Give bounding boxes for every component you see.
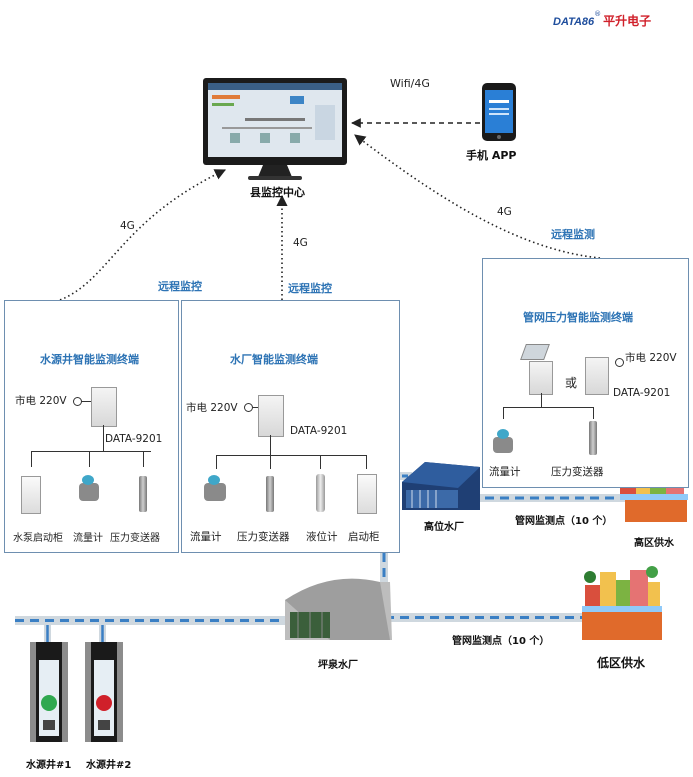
plant-item-pressure: 压力变送器: [237, 531, 290, 543]
mid-4g-label: 4G: [293, 237, 308, 249]
pipe-flowmeter-icon: [493, 429, 513, 453]
plant-terminal-panel: 水厂智能监测终端 市电 220V DATA-9201 流量计 压力变送器 液位计…: [181, 300, 400, 553]
low-supply-label: 低区供水: [597, 656, 646, 670]
pipe-terminal-panel: 管网压力智能监测终端 或 市电 220V DATA-9201 流量计 压力变送器: [482, 258, 689, 488]
plant-bus-drop-3: [320, 455, 321, 469]
pipe-bus-drop-2: [593, 407, 594, 419]
well-1-label: 水源井#1: [26, 760, 72, 771]
well-bus-drop-2: [89, 451, 90, 467]
remote-monitor-right-label: 远程监测: [551, 228, 595, 241]
brand-company-name: 平升电子: [603, 14, 652, 28]
plant-bus-drop-1: [216, 455, 217, 469]
brand-logo: DATA86®平升电子: [553, 10, 651, 29]
county-center-label: 县监控中心: [250, 186, 305, 199]
plant-device-label: DATA-9201: [290, 425, 348, 437]
plant-bus-drop-4: [366, 455, 367, 469]
pipe-device-label: DATA-9201: [613, 387, 671, 399]
plant-power-wire: [252, 407, 262, 408]
brand-logo-text: DATA86: [553, 16, 595, 28]
pipe-points-bottom-label: 管网监测点（10 个）: [452, 636, 550, 647]
plant-item-starter: 启动柜: [348, 531, 380, 543]
well-power-wire: [81, 401, 93, 402]
pipe-feed-line: [541, 393, 542, 407]
plant-starter-cabinet-icon: [357, 474, 377, 514]
well-bus-drop-1: [31, 451, 32, 467]
well-item-pressure: 压力变送器: [110, 533, 160, 544]
pipe-pressure-sensor-icon: [589, 421, 597, 455]
plant-data-terminal-icon: [258, 395, 284, 437]
pipe-power-socket-icon: [615, 358, 624, 367]
pipe-bus-drop-1: [503, 407, 504, 419]
pipe-or-label: 或: [565, 376, 578, 390]
plant-panel-title: 水厂智能监测终端: [230, 353, 318, 366]
plant-item-flowmeter: 流量计: [190, 531, 222, 543]
plant-item-level: 液位计: [306, 531, 338, 543]
phone-app-label: 手机 APP: [466, 149, 517, 162]
well-feed-line: [103, 425, 104, 451]
well-flowmeter-icon: [79, 475, 99, 501]
wifi-4g-label: Wifi/4G: [390, 77, 430, 90]
well-2-graphic: [85, 642, 123, 742]
pipe-item-flowmeter: 流量计: [489, 466, 521, 478]
pipe-bus-line: [503, 407, 593, 408]
well-bus-drop-3: [143, 451, 144, 467]
well-bus-line: [31, 451, 151, 452]
remote-monitor-left-label: 远程监控: [158, 280, 202, 293]
high-plant-graphic: [402, 462, 480, 510]
low-supply-town-graphic: [582, 566, 662, 640]
main-plant-graphic: [285, 578, 392, 640]
plant-pressure-sensor-icon: [266, 476, 274, 512]
well-terminal-panel: 水源井智能监测终端 市电 220V DATA-9201 水泵启动柜 流量计 压力…: [4, 300, 179, 553]
plant-flowmeter-icon: [204, 475, 226, 501]
plant-power-label: 市电 220V: [186, 402, 238, 414]
plant-bus-line: [216, 455, 366, 456]
pipe-data-terminal-icon: [585, 357, 609, 395]
brand-registered-mark: ®: [594, 10, 602, 18]
well-item-pump-cabinet: 水泵启动柜: [13, 533, 63, 544]
monitor-icon: [203, 78, 347, 180]
pipe-points-top-label: 管网监测点（10 个）: [515, 516, 613, 527]
right-4g-label: 4G: [497, 206, 512, 218]
plant-bus-drop-2: [270, 455, 271, 469]
well-panel-title: 水源井智能监测终端: [40, 353, 139, 366]
well-data-terminal-icon: [91, 387, 117, 427]
plant-level-meter-icon: [316, 474, 325, 512]
well-pressure-sensor-icon: [139, 476, 147, 512]
high-plant-label: 高位水厂: [424, 522, 464, 533]
uplink-well-line: [59, 169, 227, 301]
well-2-label: 水源井#2: [86, 760, 132, 771]
well-power-label: 市电 220V: [15, 395, 67, 407]
high-supply-label: 高区供水: [634, 538, 674, 549]
solar-panel-icon: [520, 344, 550, 360]
pipe-power-label: 市电 220V: [625, 352, 677, 364]
left-4g-label: 4G: [120, 220, 135, 232]
plant-feed-line: [270, 435, 271, 455]
pipe-item-pressure: 压力变送器: [551, 466, 604, 478]
well-item-flowmeter: 流量计: [73, 533, 103, 544]
well-device-label: DATA-9201: [105, 433, 163, 445]
solar-terminal-icon: [529, 361, 553, 395]
remote-monitor-mid-label: 远程监控: [288, 282, 332, 295]
main-plant-label: 坪泉水厂: [318, 660, 358, 671]
pump-cabinet-icon: [21, 476, 41, 514]
well-1-graphic: [30, 642, 68, 742]
pipe-panel-title: 管网压力智能监测终端: [523, 311, 633, 324]
phone-icon: [482, 83, 516, 141]
